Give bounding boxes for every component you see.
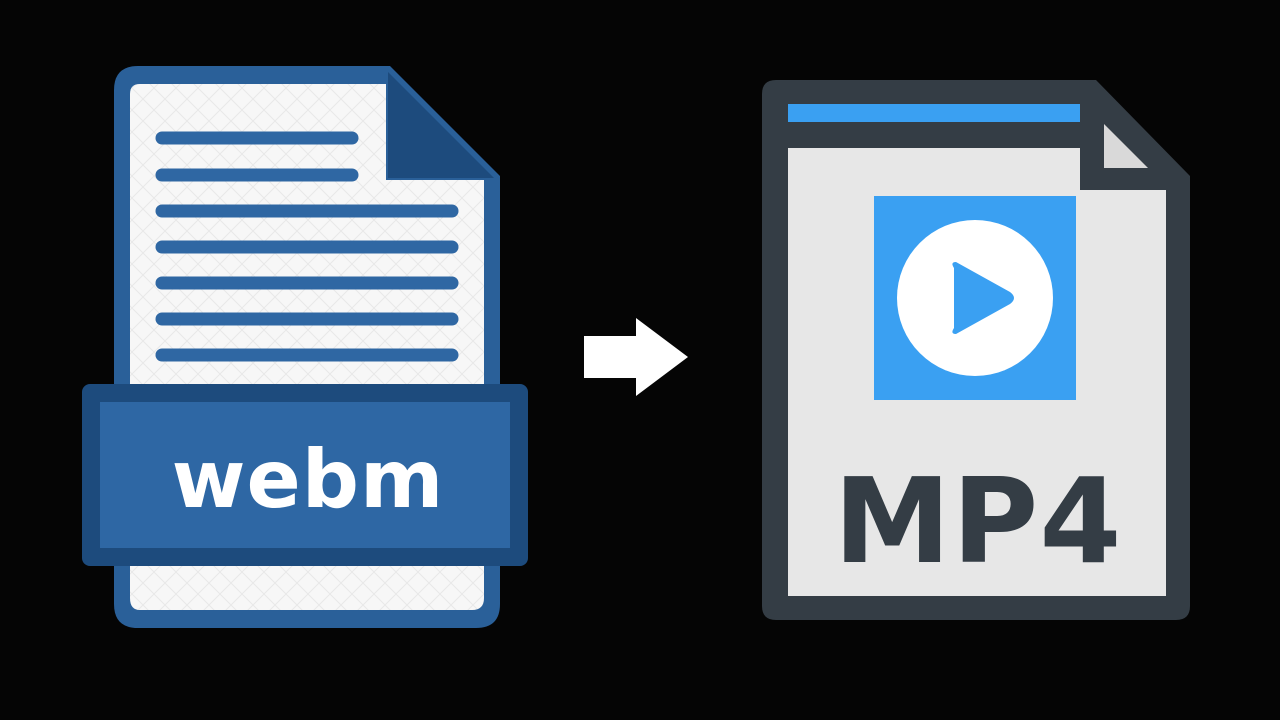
arrow-right-icon <box>584 318 688 396</box>
mp4-file-accent-bar <box>788 104 1080 122</box>
webm-folded-corner <box>388 72 494 178</box>
webm-label: webm <box>171 433 445 526</box>
mp4-folded-corner <box>1104 124 1148 168</box>
webm-label-band-inner <box>100 402 510 548</box>
mp4-label: MP4 <box>833 452 1123 590</box>
webm-text-lines <box>155 131 459 362</box>
play-icon <box>897 220 1053 376</box>
